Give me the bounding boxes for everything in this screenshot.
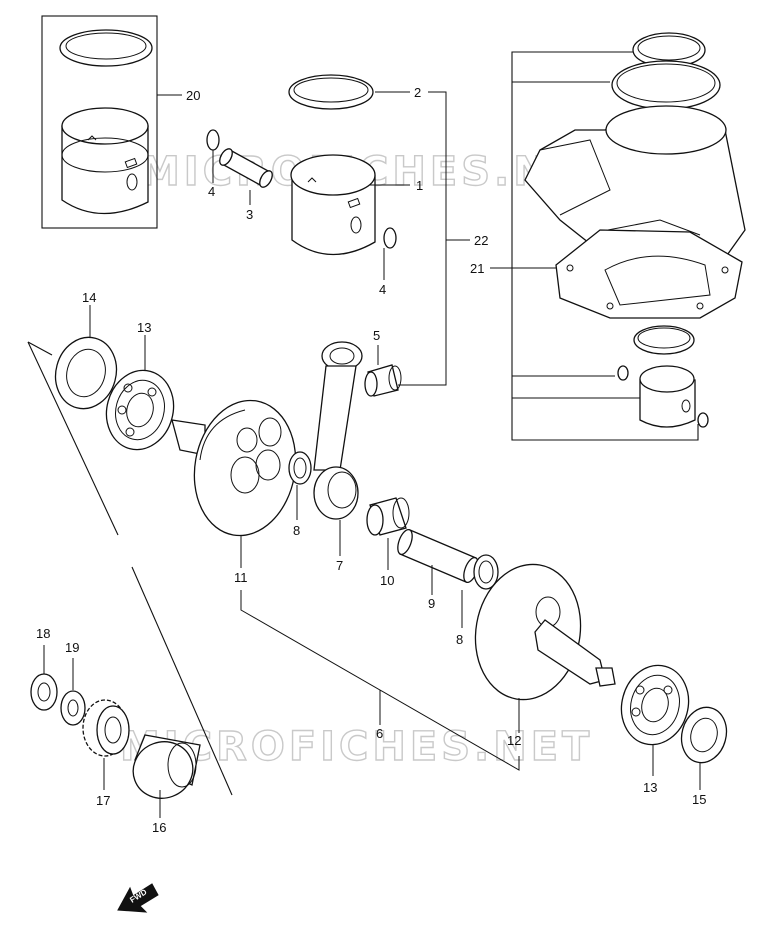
label-18: 18 xyxy=(36,626,50,641)
label-10: 10 xyxy=(380,573,394,588)
bearing-13-left xyxy=(105,369,175,451)
label-15: 15 xyxy=(692,792,706,807)
small-clip-b xyxy=(697,412,709,428)
label-2: 2 xyxy=(414,85,421,100)
needle-bearing-5 xyxy=(364,364,402,397)
label-20: 20 xyxy=(186,88,200,103)
label-4a: 4 xyxy=(208,184,215,199)
small-clip-a xyxy=(617,365,629,381)
oil-seal-14 xyxy=(54,336,118,410)
piston-ring-20 xyxy=(59,29,153,67)
piston-1 xyxy=(290,154,376,256)
base-gasket-21 xyxy=(555,229,743,319)
frame-corner xyxy=(27,341,53,356)
crank-pin-9 xyxy=(397,528,479,584)
nut-18 xyxy=(30,673,58,711)
small-ring xyxy=(633,325,695,355)
gear-17 xyxy=(82,699,130,757)
sleeve-16 xyxy=(132,734,201,799)
label-8a: 8 xyxy=(293,523,300,538)
label-5: 5 xyxy=(373,328,380,343)
frame-line-lower xyxy=(131,566,233,796)
washer-19 xyxy=(60,690,86,726)
label-13b: 13 xyxy=(643,780,657,795)
washer-8a xyxy=(288,451,312,485)
label-17: 17 xyxy=(96,793,110,808)
crank-half-11 xyxy=(171,399,297,537)
label-13a: 13 xyxy=(137,320,151,335)
connecting-rod-7 xyxy=(313,341,363,520)
label-8b: 8 xyxy=(456,632,463,647)
small-piston xyxy=(639,365,696,428)
label-12: 12 xyxy=(507,733,521,748)
label-4b: 4 xyxy=(379,282,386,297)
label-22: 22 xyxy=(474,233,488,248)
circlip-4a xyxy=(206,129,220,151)
label-9: 9 xyxy=(428,596,435,611)
circlip-4b xyxy=(383,227,397,249)
cylinder-ring xyxy=(611,60,721,110)
piston-pin-3 xyxy=(219,148,273,188)
piston-20 xyxy=(61,107,149,215)
label-14: 14 xyxy=(82,290,96,305)
label-1: 1 xyxy=(416,178,423,193)
label-16: 16 xyxy=(152,820,166,835)
frame-line-upper xyxy=(27,341,119,536)
crank-half-12 xyxy=(474,563,616,701)
cylinder-block xyxy=(524,105,746,259)
label-19: 19 xyxy=(65,640,79,655)
washer-8b xyxy=(473,554,499,590)
oil-seal-15 xyxy=(680,706,728,764)
piston-ring-2 xyxy=(288,74,374,110)
needle-bearing-10 xyxy=(366,497,410,536)
piston-kit-box xyxy=(41,15,158,229)
fwd-arrow-icon: FWD xyxy=(117,883,159,913)
label-21: 21 xyxy=(470,261,484,276)
label-11: 11 xyxy=(234,570,248,585)
bearing-13-right xyxy=(620,664,690,746)
bracket-22 xyxy=(398,91,447,386)
label-6: 6 xyxy=(376,726,383,741)
label-3: 3 xyxy=(246,207,253,222)
label-7: 7 xyxy=(336,558,343,573)
